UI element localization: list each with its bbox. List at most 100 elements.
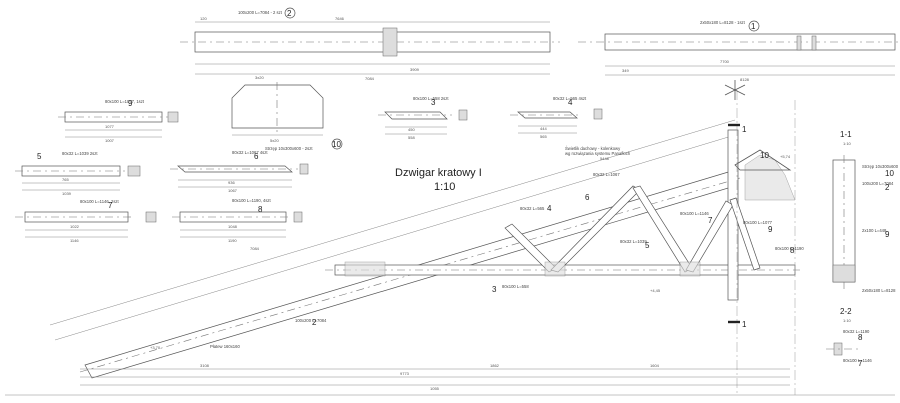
skylight <box>734 149 792 171</box>
element-2-number: 2 <box>287 9 292 18</box>
element-2-detail: 7646 120 3909 7084 100x200 L=7084 - 2 sz… <box>180 7 560 81</box>
section-2-scale: 1:10 <box>843 318 852 323</box>
truss-number-2: 2 <box>312 318 317 327</box>
element-10-dim-a: 3x20 <box>255 75 264 80</box>
element-3-detail: 450 558 80x100 L=558 2szt 3 <box>378 96 468 140</box>
element-10-number: 10 <box>332 140 341 149</box>
section-2-title: 2-2 <box>840 307 852 316</box>
gusset-plate-left <box>344 261 386 277</box>
element-5-dim-b: 1039 <box>62 191 72 196</box>
element-3-dim-b: 558 <box>408 135 415 140</box>
element-1-number: 1 <box>751 22 756 31</box>
element-2-dim-a: 7646 <box>335 16 345 21</box>
element-8-dim-b: 1190 <box>228 238 237 243</box>
truss-number-7: 7 <box>708 216 713 225</box>
element-1-dim-b: 349 <box>622 68 629 73</box>
section-1-number-9: 9 <box>885 230 890 239</box>
element-5-detail: 765 1039 80x32 L=1039 2szt 5 <box>15 151 141 196</box>
element-3-number: 3 <box>431 98 436 107</box>
element-9-number: 9 <box>128 99 133 108</box>
element-9-dim-len: 1077 <box>105 124 115 129</box>
element-2-section <box>382 27 398 57</box>
element-9-dim-b: 1007 <box>105 138 115 143</box>
drawing-title: Dzwigar kratowy I <box>395 167 482 179</box>
truss-number-6: 6 <box>585 193 590 202</box>
element-2-dim-len: 7084 <box>365 76 375 81</box>
element-2-dim-b: 120 <box>200 16 207 21</box>
dim-total: 1055 <box>430 386 440 391</box>
element-4-label: 80x32 L=565 4szt <box>553 96 587 101</box>
level-mid: +4,45 <box>650 288 661 293</box>
element-9-detail: 1077 1007 80x100 L=1077, 1szt 9 <box>58 99 179 143</box>
truss-number-8: 8 <box>790 246 795 255</box>
truss-label-9: 80x100 L=1077 <box>743 220 773 225</box>
dim-seg-a: 3108 <box>200 363 210 368</box>
truss-number-5: 5 <box>645 241 650 250</box>
truss-label-8: 80x100 L=1190 <box>775 246 804 251</box>
truss-label-2: 100x200 L=7084 <box>295 318 327 323</box>
element-5-dim-len: 765 <box>62 177 69 182</box>
element-3-dim-len: 450 <box>408 127 415 132</box>
truss-number-10: 10 <box>760 151 769 160</box>
section-1-label-2: 100x200 L=7084 <box>862 181 894 186</box>
truss-number-4: 4 <box>547 204 552 213</box>
drawing-scale: 1:10 <box>434 181 455 193</box>
element-7-dim-len: 1022 <box>70 224 80 229</box>
section-1-number-2: 2 <box>885 183 890 192</box>
section-2-number-8: 8 <box>858 333 863 342</box>
element-6-dim-b: 1067 <box>228 188 238 193</box>
element-5-label: 80x32 L=1039 2szt <box>62 151 98 156</box>
section-2-number-7: 7 <box>858 359 863 368</box>
element-4-number: 4 <box>568 98 573 107</box>
element-8-number: 8 <box>258 205 263 214</box>
level-low: +3,70 <box>150 345 161 350</box>
section-1-title: 1-1 <box>840 130 852 139</box>
dimension-line-upper <box>49 119 736 326</box>
main-truss: 1 1 +5,74 +4,45 +3,70 Świetlik dachowy -… <box>49 80 804 395</box>
element-10-detail: 3x20 5x20 Strzęp 10x300x600 - 2szt 10 <box>231 75 343 151</box>
truss-diag-dim: 7084 <box>250 246 260 251</box>
truss-label-7: 80x100 L=1146 <box>680 211 709 216</box>
section-mark-label-top: 1 <box>742 125 747 134</box>
element-4-detail: 444 565 80x32 L=565 4szt 4 <box>510 96 603 139</box>
section-1-number-10: 10 <box>885 169 894 178</box>
section-1-label-9: 2x100 L=448 <box>862 228 887 233</box>
element-6-detail: 936 1067 80x32 L=1067 4szt 6 <box>170 150 309 193</box>
element-1-detail: 7700 349 8128 2x50x180 L=8128 - 1szt 1 <box>578 20 898 82</box>
element-10-plate <box>231 84 324 129</box>
section-2-label-8: 80x32 L=1190 <box>843 329 870 334</box>
section-1-label-1: 2x50x180 L=8128 <box>862 288 896 293</box>
skylight-note-line2: wg rozwiązania systemu Panafloch <box>565 151 631 156</box>
element-2-dim-c: 3909 <box>410 67 420 72</box>
element-5-number: 5 <box>37 152 42 161</box>
element-8-dim-len: 1048 <box>228 224 238 229</box>
dim-seg-b: 1862 <box>490 363 500 368</box>
level-top: +5,74 <box>780 154 791 159</box>
plinth-label: Płatew 160x160 <box>210 344 240 349</box>
element-9-label: 80x100 L=1077, 1szt <box>105 99 145 104</box>
truss-label-4: 80x32 L=565 <box>520 206 545 211</box>
section-1-1: 1-1 1:10 Strzęp 10x300x600 10 100x200 L=… <box>832 130 899 293</box>
dim-seg-c: 1604 <box>650 363 660 368</box>
element-1-beam <box>604 33 896 51</box>
element-1-label: 2x50x180 L=8128 - 1szt <box>700 20 746 25</box>
truss-number-9: 9 <box>768 225 773 234</box>
bottom-dimensions: 3108 1862 1604 9773 1055 <box>80 363 790 391</box>
element-10-dim-b: 5x20 <box>270 138 279 143</box>
truss-label-6: 80x32 L=1067 <box>593 172 620 177</box>
ridge-symbol <box>724 80 746 100</box>
element-4-dim-b: 565 <box>540 134 547 139</box>
section-2-label-7: 80x100 L=1146 <box>843 358 872 363</box>
section-1-scale: 1:10 <box>843 141 852 146</box>
element-8-label: 80x100 L=1190, 4szt <box>232 198 272 203</box>
element-6-number: 6 <box>254 152 259 161</box>
truss-label-3: 80x100 L=558 <box>502 284 529 289</box>
element-6-label: 80x32 L=1067 4szt <box>232 150 268 155</box>
element-7-detail: 1022 1146 80x100 L=1146, 2szt 7 <box>15 199 157 243</box>
element-2-label: 100x200 L=7084 - 2 szt <box>238 10 283 15</box>
web-7 <box>729 197 761 271</box>
element-1-dim-a: 7700 <box>720 59 730 64</box>
skylight-note-line1: Świetlik dachowy - kolenkowy <box>565 146 621 151</box>
element-10-label: Strzęp 10x300x600 - 2szt <box>265 146 313 151</box>
